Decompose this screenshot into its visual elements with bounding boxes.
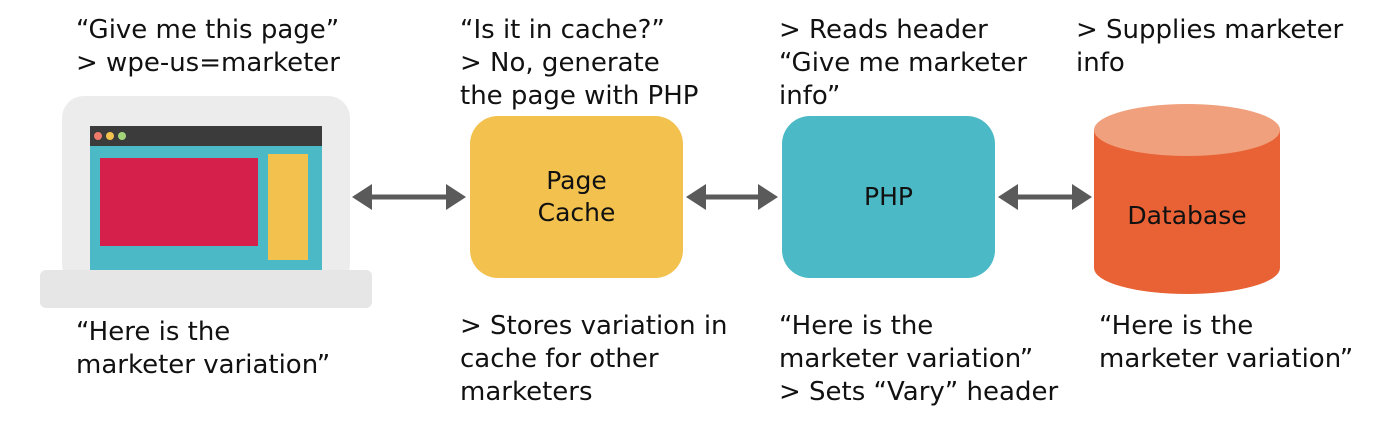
- cache-response-caption: > Stores variation in cache for other ma…: [460, 311, 728, 407]
- browser-sidebar-block: [268, 154, 308, 260]
- database-request-caption: > Supplies marketer info: [1076, 15, 1344, 78]
- laptop-icon: [40, 96, 372, 308]
- browser-main-block: [100, 158, 258, 246]
- php-node: PHP: [782, 116, 995, 278]
- arrow-client-cache: [352, 184, 466, 210]
- database-body: [1094, 130, 1280, 294]
- browser-dot-yellow: [106, 132, 114, 140]
- php-request-caption: > Reads header “Give me marketer info”: [779, 15, 1028, 111]
- page-cache-label: Page Cache: [537, 166, 616, 227]
- cache-request-caption: “Is it in cache?” > No, generate the pag…: [460, 15, 699, 111]
- laptop-base: [40, 270, 372, 308]
- client-request-caption: “Give me this page” > wpe-us=marketer: [76, 15, 340, 78]
- arrow-php-database: [998, 184, 1092, 210]
- cylinder-icon: [1094, 104, 1280, 294]
- database-response-caption: “Here is the marketer variation”: [1099, 311, 1354, 374]
- client-response-caption: “Here is the marketer variation”: [76, 317, 331, 380]
- php-response-caption: “Here is the marketer variation” > Sets …: [779, 311, 1059, 407]
- browser-dot-red: [94, 132, 102, 140]
- database-top: [1094, 104, 1280, 156]
- page-cache-node: Page Cache: [470, 116, 683, 278]
- database-label: Database: [1127, 200, 1247, 230]
- php-label: PHP: [864, 182, 913, 211]
- browser-dot-green: [118, 132, 126, 140]
- arrow-cache-php: [686, 184, 778, 210]
- browser-topbar: [90, 126, 322, 146]
